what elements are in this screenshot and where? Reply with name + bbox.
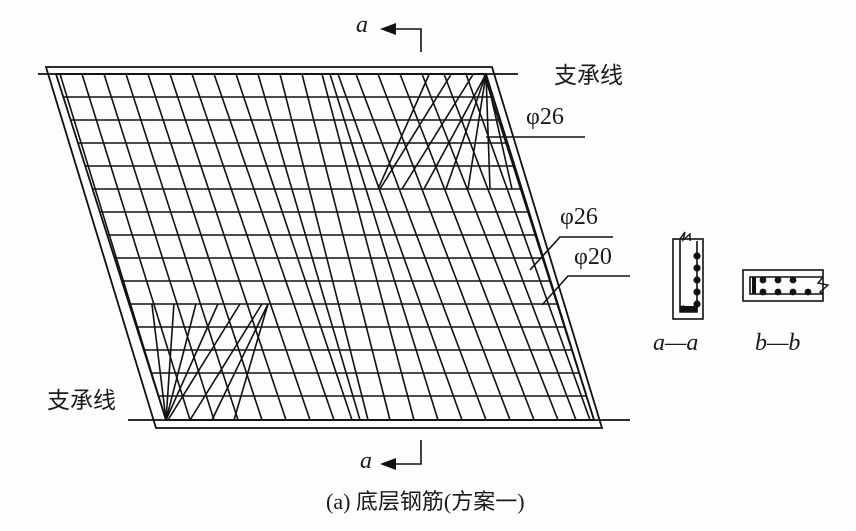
skew-rebar-top-right <box>423 73 487 190</box>
skew-rebar-top-right <box>467 73 487 190</box>
longitudinal-rebar <box>329 73 439 421</box>
skew-rebar-top-right <box>377 73 431 190</box>
longitudinal-rebar <box>235 73 353 421</box>
leader-bar-edge <box>529 236 613 271</box>
skew-rebar-top-right <box>379 73 452 190</box>
longitudinal-rebar <box>191 73 311 421</box>
support-line-label-bottom: 支承线 <box>47 388 116 414</box>
skew-rebar-bottom-left <box>165 303 219 421</box>
arrow-left-icon <box>380 458 396 470</box>
longitudinal-rebar <box>125 73 239 421</box>
skew-rebar-top-right <box>485 73 491 190</box>
section-bb-label: b—b <box>755 330 801 356</box>
rebar-mesh <box>56 73 595 421</box>
skew-rebar-bottom-left <box>151 303 167 421</box>
longitudinal-rebar <box>213 73 335 421</box>
longitudinal-rebar <box>321 73 415 421</box>
bar-diameter-label-edge: φ26 <box>560 204 598 230</box>
skew-rebar-bottom-left <box>211 303 269 421</box>
section-bb-detail <box>742 269 830 302</box>
longitudinal-rebar <box>103 73 215 421</box>
longitudinal-rebar <box>355 73 487 421</box>
skew-rebar-top-right <box>401 73 474 190</box>
longitudinal-rebar <box>81 73 191 421</box>
figure-caption: (a) 底层钢筋(方案一) <box>326 489 525 514</box>
support-line-label-top: 支承线 <box>554 63 623 89</box>
longitudinal-rebar <box>301 73 391 421</box>
skew-rebar-bottom-left <box>189 303 263 421</box>
arrow-left-icon <box>380 23 396 35</box>
longitudinal-rebar <box>279 73 369 421</box>
skew-rebar-bottom-left <box>165 303 197 421</box>
section-cut-marker-top <box>392 28 422 52</box>
longitudinal-rebar <box>465 73 591 421</box>
annotations <box>380 23 830 470</box>
longitudinal-rebar <box>169 73 287 421</box>
skew-rebar-top-right <box>485 73 513 190</box>
skew-rebar-bottom-left <box>233 303 269 421</box>
longitudinal-rebar <box>147 73 263 421</box>
section-aa-label: a—a <box>653 330 699 356</box>
skew-rebar-bottom-left <box>167 303 241 421</box>
leader-bar-edge-inner <box>541 275 630 306</box>
section-cut-marker-bottom <box>392 440 422 465</box>
slab-outline <box>38 66 630 429</box>
longitudinal-rebar <box>421 73 559 421</box>
longitudinal-rebar <box>377 73 511 421</box>
longitudinal-rebar <box>257 73 361 421</box>
skew-rebar-bottom-left <box>165 303 175 421</box>
skew-rebar-top-right <box>445 73 487 190</box>
bar-diameter-label-edge-inner: φ20 <box>574 244 612 270</box>
section-aa-detail <box>672 231 704 320</box>
bar-diameter-label-corner: φ26 <box>526 104 564 130</box>
longitudinal-rebar <box>399 73 535 421</box>
slab-outer-edge <box>44 66 604 429</box>
section-mark-label-bottom: a <box>360 448 372 474</box>
longitudinal-rebar <box>337 73 463 421</box>
section-mark-label-top: a <box>356 12 368 38</box>
